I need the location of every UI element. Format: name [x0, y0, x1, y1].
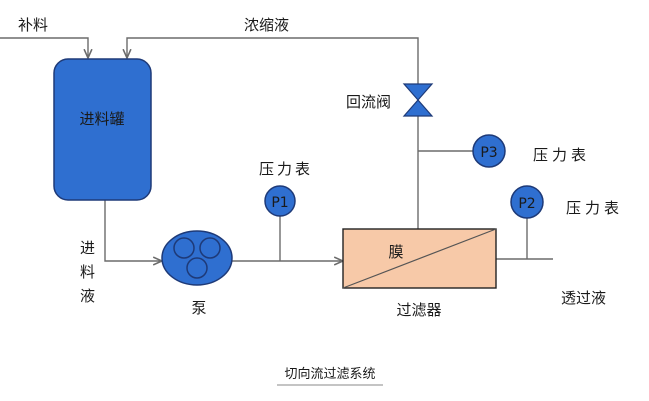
- pump-label: 泵: [191, 299, 206, 317]
- feed-liquid-label-3: 液: [80, 287, 95, 305]
- membrane-label: 膜: [388, 243, 403, 261]
- filter-label: 过滤器: [396, 301, 441, 319]
- pressure-gauge-p3: P3: [472, 134, 506, 168]
- return-valve[interactable]: [402, 83, 434, 117]
- filter: [342, 228, 497, 289]
- p1-text: P1: [271, 195, 288, 211]
- concentrate-label: 浓缩液: [244, 16, 289, 34]
- p2-text: P2: [518, 196, 535, 212]
- pressure-gauge-p2: P2: [510, 185, 544, 219]
- feed-tank-label: 进料罐: [79, 110, 124, 128]
- pressure-gauge-1-label: 压力表: [259, 160, 313, 178]
- feed-liquid-label-1: 进: [80, 239, 95, 257]
- tank-to-pump-line: [104, 200, 162, 261]
- pump: [161, 230, 233, 286]
- feed-in-line: [0, 37, 88, 58]
- return-valve-label: 回流阀: [346, 93, 391, 111]
- permeate-label: 透过液: [561, 289, 606, 307]
- pressure-gauge-3-label: 压力表: [533, 146, 590, 164]
- feed-tank: [53, 58, 152, 201]
- p3-text: P3: [480, 145, 497, 161]
- pressure-gauge-p1: P1: [264, 185, 296, 217]
- feed-in-label: 补料: [18, 16, 48, 34]
- pressure-gauge-2-label: 压力表: [566, 199, 623, 217]
- concentrate-line: [127, 37, 419, 84]
- caption: 切向流过滤系统: [284, 366, 375, 382]
- feed-liquid-label-2: 料: [80, 263, 95, 281]
